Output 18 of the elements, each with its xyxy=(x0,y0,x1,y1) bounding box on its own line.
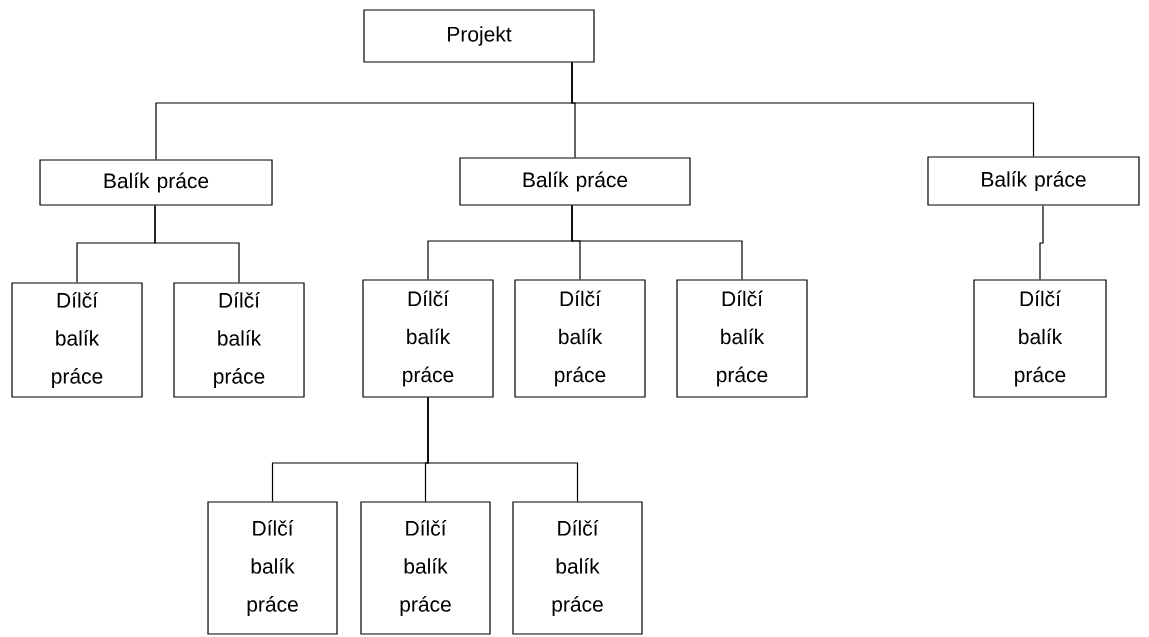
work-package-box: Dílčí balík práce xyxy=(676,279,808,398)
connector xyxy=(571,205,743,280)
work-package-box: Dílčí balík práce xyxy=(512,501,643,635)
connector xyxy=(154,205,240,283)
work-package-box: Dílčí balík práce xyxy=(514,279,646,398)
work-package-box: Dílčí balík práce xyxy=(11,282,143,398)
work-package-box: Dílčí balík práce xyxy=(973,279,1107,398)
project-box: Projekt xyxy=(363,9,595,63)
work-package-box: Dílčí balík práce xyxy=(173,282,305,398)
connector xyxy=(1039,205,1044,280)
work-package-box: Dílčí balík práce xyxy=(362,279,494,398)
work-package-box: Balík práce xyxy=(927,156,1140,206)
work-package-box: Dílčí balík práce xyxy=(207,501,338,635)
work-package-box: Balík práce xyxy=(459,157,691,206)
work-package-box: Dílčí balík práce xyxy=(360,501,491,635)
connector xyxy=(571,62,1035,157)
connector xyxy=(427,397,579,502)
work-package-box: Balík práce xyxy=(39,159,273,206)
